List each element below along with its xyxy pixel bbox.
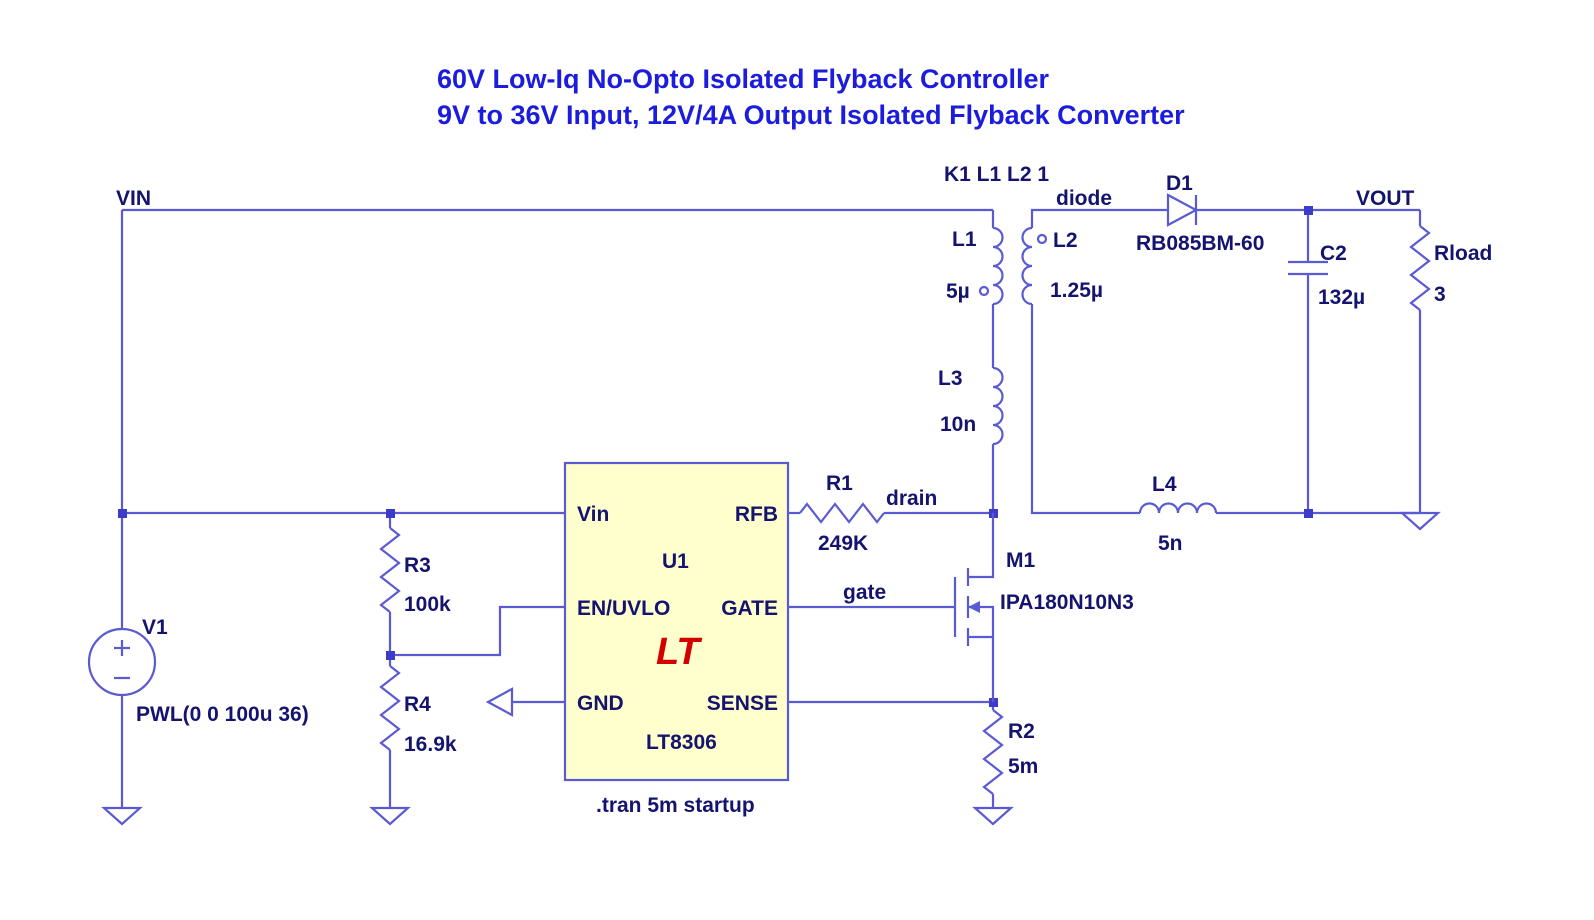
wires[interactable] [120,208,1422,808]
ground-r4[interactable] [370,806,410,826]
m1-drain-lead [968,513,995,579]
u1-pin-gnd: GND [577,692,624,715]
v1-body[interactable] [87,627,157,697]
u1-gnd-arrow [485,687,514,717]
component-u1[interactable]: Vin EN/UVLO GND RFB GATE SENSE U1 LT LT8… [485,461,790,782]
component-r2[interactable]: R2 5m [982,708,1038,796]
net-label-vout: VOUT [1356,187,1415,210]
component-m1[interactable]: M1 IPA180N10N3 [953,513,1134,702]
title-line-2: 9V to 36V Input, 12V/4A Output Isolated … [437,100,1185,130]
lt-logo: LT [656,631,702,673]
d1-value-label: RB085BM-60 [1136,232,1264,255]
component-l1[interactable]: L1 5µ [946,226,1004,306]
r4-value-label: 16.9k [404,733,457,756]
r3-ref-label: R3 [404,554,431,577]
schematic-title: 60V Low-Iq No-Opto Isolated Flyback Cont… [437,64,1185,130]
component-r4[interactable]: R4 16.9k [379,664,457,756]
node-vin-mid [118,509,127,518]
spice-directive: .tran 5m startup [596,794,755,817]
component-v1[interactable]: V1 PWL(0 0 100u 36) [87,616,309,726]
c2-value-label: 132µ [1318,286,1365,309]
l1-ref-label: L1 [952,228,977,251]
l4-ref-label: L4 [1152,473,1177,496]
m1-source-lead [968,635,995,702]
wire-l2-diode[interactable] [1030,208,1168,228]
ground-secondary[interactable] [1400,511,1440,531]
u1-part-label: LT8306 [646,731,717,754]
node-r3-top [386,509,395,518]
l3-value-label: 10n [940,413,976,436]
wire-en-uvlo[interactable] [390,605,565,657]
d1-triangle [1166,193,1199,227]
l4-value-label: 5n [1158,532,1183,555]
title-line-1: 60V Low-Iq No-Opto Isolated Flyback Cont… [437,64,1050,94]
component-l4[interactable]: L4 5n [1138,473,1218,555]
r1-ref-label: R1 [826,472,853,495]
u1-ref-label: U1 [662,550,689,573]
v1-value-label: PWL(0 0 100u 36) [136,703,309,726]
node-c2-bottom [1304,509,1313,518]
m1-value-label: IPA180N10N3 [1000,591,1134,614]
u1-pin-gate: GATE [721,597,778,620]
l2-ref-label: L2 [1053,229,1078,252]
r4-ref-label: R4 [404,693,431,716]
m1-body-lead [968,605,995,637]
net-label-drain: drain [886,487,937,510]
m1-ref-label: M1 [1006,549,1035,572]
r2-value-label: 5m [1008,755,1038,778]
rload-value-label: 3 [1434,283,1446,306]
u1-body[interactable] [563,461,790,782]
d1-ref-label: D1 [1166,172,1193,195]
u1-pin-vin: Vin [577,503,609,526]
r2-ref-label: R2 [1008,720,1035,743]
l2-value-label: 1.25µ [1050,279,1103,302]
l1-value-label: 5µ [946,280,970,303]
node-vout [1304,206,1313,215]
component-rload[interactable]: Rload 3 [1409,224,1492,312]
component-d1[interactable]: D1 RB085BM-60 [1136,172,1264,255]
u1-pin-rfb: RFB [735,503,778,526]
l1-phase-dot [978,285,990,297]
ground-v1[interactable] [102,806,142,826]
component-l3[interactable]: L3 10n [938,366,1004,446]
u1-pin-en-uvlo: EN/UVLO [577,597,670,620]
node-r3-r4 [386,651,395,660]
net-labels: VIN VOUT diode drain gate [116,187,1415,604]
net-label-vin: VIN [116,187,151,210]
l2-phase-dot [1036,233,1048,245]
u1-pin-sense: SENSE [707,692,778,715]
ground-r2[interactable] [973,806,1013,826]
coupling-label: K1 L1 L2 1 [944,163,1049,186]
l3-ref-label: L3 [938,367,963,390]
c2-ref-label: C2 [1320,242,1347,265]
r1-value-label: 249K [818,532,868,555]
node-sense [989,698,998,707]
v1-ref-label: V1 [142,616,168,639]
r3-value-label: 100k [404,593,451,616]
component-c2[interactable]: C2 132µ [1288,242,1365,309]
net-label-gate: gate [843,581,886,604]
coupling-statement: K1 L1 L2 1 [944,163,1049,186]
component-r3[interactable]: R3 100k [379,526,451,616]
wire-l2-l4[interactable] [1030,304,1140,515]
net-label-diode: diode [1056,187,1112,210]
rload-ref-label: Rload [1434,242,1492,265]
component-r1[interactable]: R1 249K [798,472,886,555]
m1-arrow [968,601,980,613]
component-l2[interactable]: L2 1.25µ [1021,226,1103,306]
